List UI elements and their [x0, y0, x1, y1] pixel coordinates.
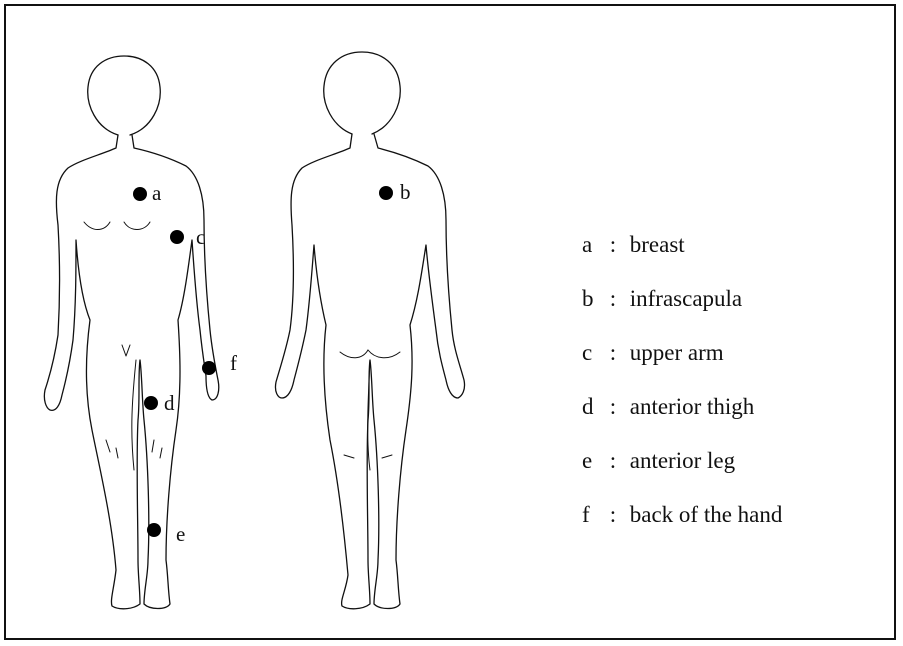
site-dot-e: [147, 523, 161, 537]
legend-key: b: [582, 284, 602, 314]
legend-separator: :: [602, 500, 624, 530]
legend-key: f: [582, 500, 602, 530]
legend-text: infrascapula: [630, 286, 742, 311]
site-label-f: f: [230, 351, 237, 375]
site-label-a: a: [152, 181, 162, 205]
site-dot-b: [379, 186, 393, 200]
front-body-outline: [44, 135, 218, 609]
legend-key: e: [582, 446, 602, 476]
legend-item-c: c: upper arm: [582, 338, 892, 392]
back-head: [324, 52, 401, 134]
legend-separator: :: [602, 446, 624, 476]
front-knee-marks: [106, 440, 162, 458]
site-dot-a: [133, 187, 147, 201]
legend-text: back of the hand: [630, 502, 783, 527]
legend-item-f: f: back of the hand: [582, 500, 892, 554]
front-navel-mark: [122, 345, 130, 356]
legend-separator: :: [602, 338, 624, 368]
site-dot-c: [170, 230, 184, 244]
back-knee-marks: [344, 455, 392, 458]
legend-item-a: a: breast: [582, 230, 892, 284]
site-label-e: e: [176, 522, 185, 546]
site-legend: a: breast b: infrascapula c: upper arm d…: [582, 230, 892, 554]
legend-separator: :: [602, 230, 624, 260]
legend-text: anterior thigh: [630, 394, 755, 419]
front-chest-lines: [84, 222, 150, 230]
back-body-outline: [275, 134, 464, 609]
legend-key: c: [582, 338, 602, 368]
legend-item-b: b: infrascapula: [582, 284, 892, 338]
back-hip-line: [340, 350, 400, 358]
site-dot-f: [202, 361, 216, 375]
legend-text: anterior leg: [630, 448, 735, 473]
back-body-figure: [275, 52, 464, 609]
front-leg-divide: [132, 360, 136, 470]
front-head: [88, 56, 161, 135]
legend-item-d: d: anterior thigh: [582, 392, 892, 446]
legend-key: a: [582, 230, 602, 260]
legend-text: breast: [630, 232, 685, 257]
legend-separator: :: [602, 392, 624, 422]
front-body-figure: [44, 56, 218, 609]
site-label-b: b: [400, 180, 411, 204]
legend-separator: :: [602, 284, 624, 314]
site-dot-d: [144, 396, 158, 410]
legend-item-e: e: anterior leg: [582, 446, 892, 500]
legend-key: d: [582, 392, 602, 422]
site-label-d: d: [164, 391, 175, 415]
legend-text: upper arm: [630, 340, 724, 365]
site-label-c: c: [196, 225, 205, 249]
